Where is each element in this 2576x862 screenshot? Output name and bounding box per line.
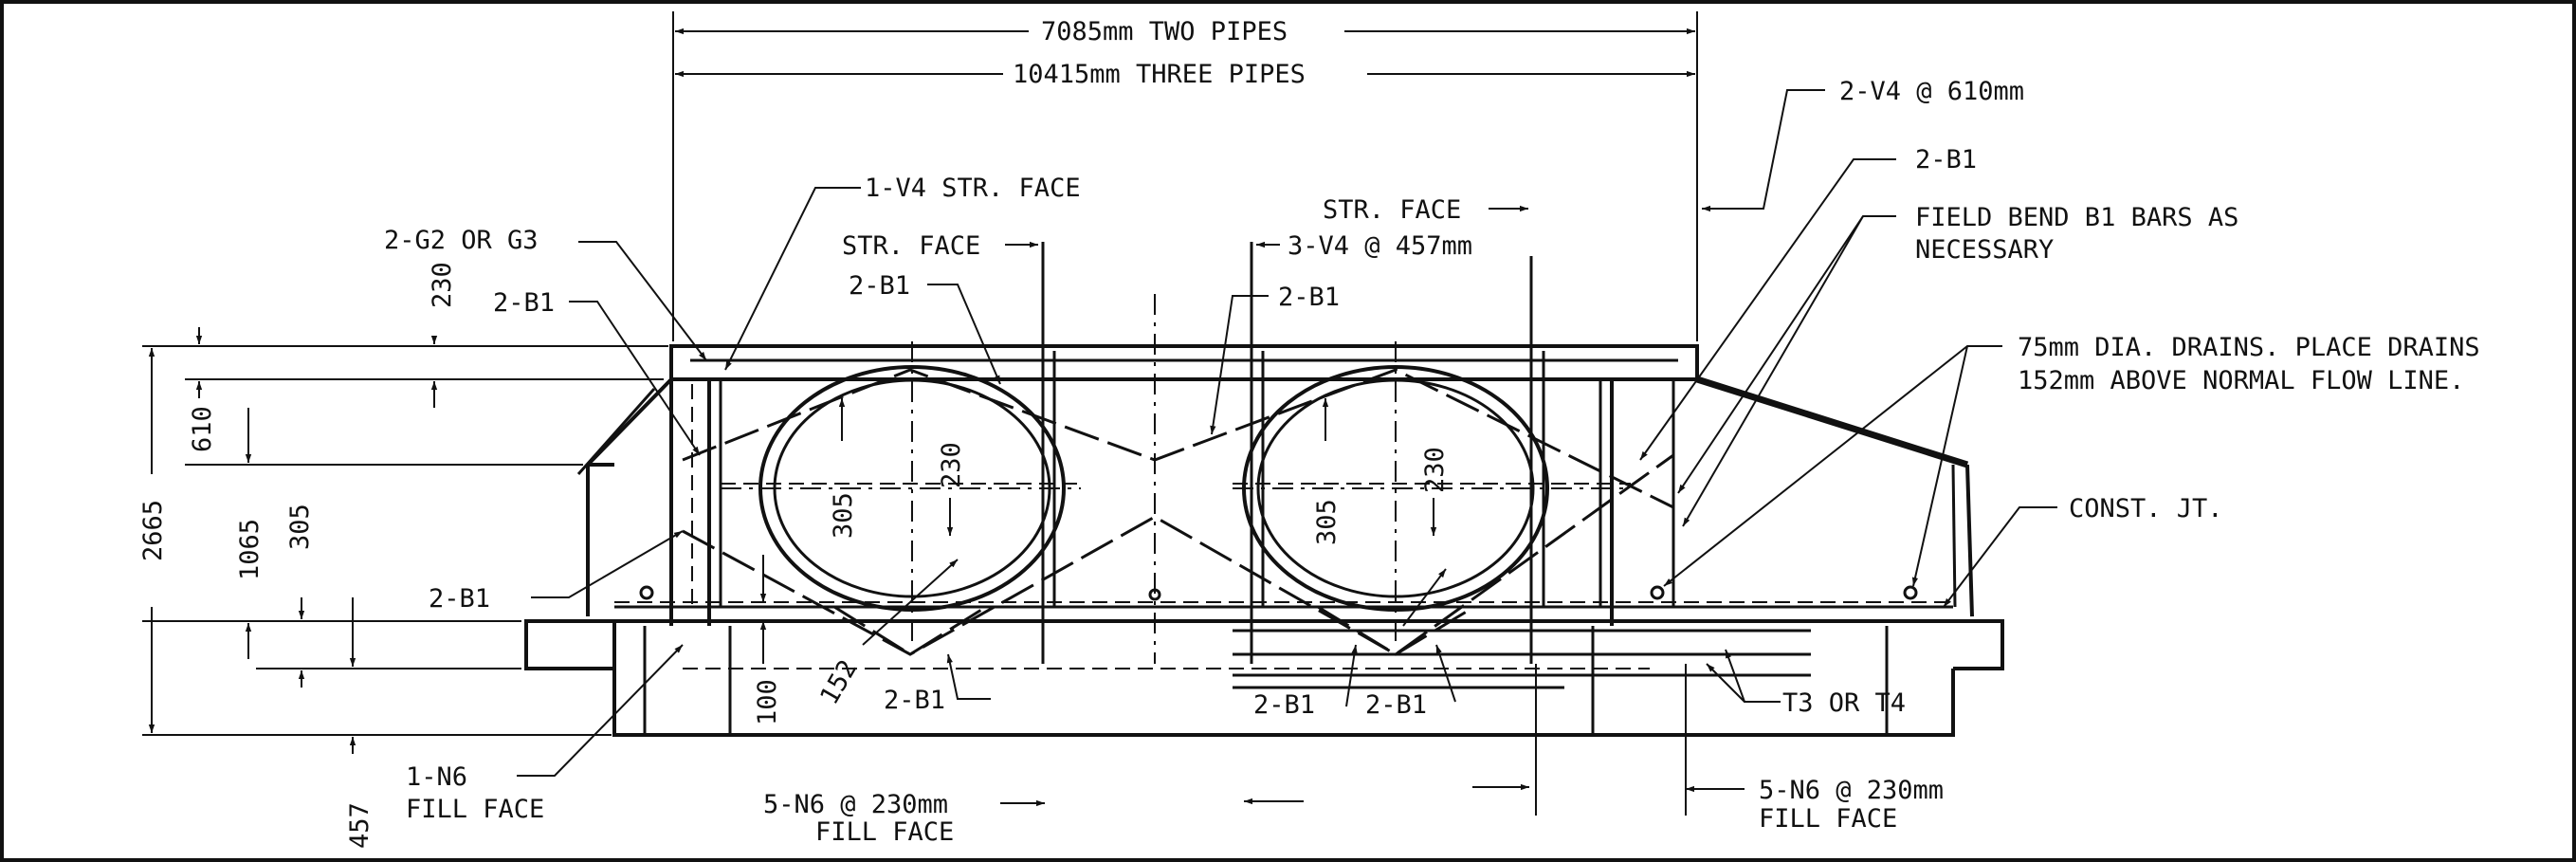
pipe-right-230: 230: [1420, 447, 1450, 493]
pipe-dimensions: [838, 398, 1437, 536]
dim-152: 152: [814, 655, 863, 710]
label-b1-bottom-mid-b: 2-B1: [1365, 690, 1427, 720]
dim-three-pipes: 10415mm THREE PIPES: [1013, 60, 1306, 89]
label-field-bend-2: NECESSARY: [1915, 235, 2054, 265]
dim-305: 305: [285, 504, 315, 550]
pipe-right: [1233, 341, 1631, 645]
pipe-left-305: 305: [829, 492, 858, 539]
pipe-left: [721, 341, 1081, 645]
label-v4-str-face: 1-V4 STR. FACE: [865, 174, 1081, 203]
drain-holes: [639, 585, 1918, 601]
dim-230-top: 230: [428, 262, 457, 308]
label-n6-fill-1: 1-N6: [406, 762, 467, 792]
label-n6-230-left-2: FILL FACE: [815, 817, 954, 847]
label-b1-top-right: 2-B1: [1915, 145, 1977, 174]
label-b1-bottom-left: 2-B1: [884, 686, 945, 715]
label-field-bend-1: FIELD BEND B1 BARS AS: [1915, 203, 2238, 232]
label-g2-g3: 2-G2 OR G3: [384, 226, 539, 255]
dim-1065: 1065: [235, 519, 265, 580]
dim-610: 610: [188, 406, 217, 452]
label-t3-t4: T3 OR T4: [1782, 688, 1906, 718]
b1-bars: [682, 368, 1674, 656]
pipe-left-230: 230: [937, 442, 966, 488]
label-b1-center: 2-B1: [1278, 283, 1340, 312]
callout-leaders: [517, 89, 2057, 816]
dim-100: 100: [753, 679, 782, 725]
headwall-structure: [524, 242, 2004, 737]
label-str-face-right: STR. FACE: [1323, 195, 1461, 225]
label-v4-610: 2-V4 @ 610mm: [1839, 77, 2024, 106]
label-n6-fill-2: FILL FACE: [406, 795, 544, 824]
dim-2665: 2665: [138, 500, 168, 561]
label-b1-left-upper: 2-B1: [493, 288, 555, 318]
dim-two-pipes: 7085mm TWO PIPES: [1041, 17, 1288, 46]
label-n6-230-right-1: 5-N6 @ 230mm: [1759, 776, 1944, 805]
label-str-face-left: STR. FACE: [842, 231, 980, 261]
top-dimensions: [672, 11, 1698, 341]
label-b1-left-lower: 2-B1: [429, 584, 490, 614]
label-n6-230-left-1: 5-N6 @ 230mm: [763, 790, 948, 819]
label-drains-1: 75mm DIA. DRAINS. PLACE DRAINS: [2018, 333, 2480, 362]
label-v4-457: 3-V4 @ 457mm: [1288, 231, 1472, 261]
label-b1-mid-upper: 2-B1: [849, 271, 910, 301]
label-n6-230-right-2: FILL FACE: [1759, 804, 1897, 834]
left-dimensions: [142, 327, 767, 754]
label-const-jt: CONST. JT.: [2069, 494, 2223, 523]
label-drains-2: 152mm ABOVE NORMAL FLOW LINE.: [2018, 366, 2464, 395]
dim-457: 457: [345, 802, 375, 849]
pipe-right-305: 305: [1312, 499, 1342, 545]
label-b1-bottom-mid-a: 2-B1: [1253, 690, 1315, 720]
